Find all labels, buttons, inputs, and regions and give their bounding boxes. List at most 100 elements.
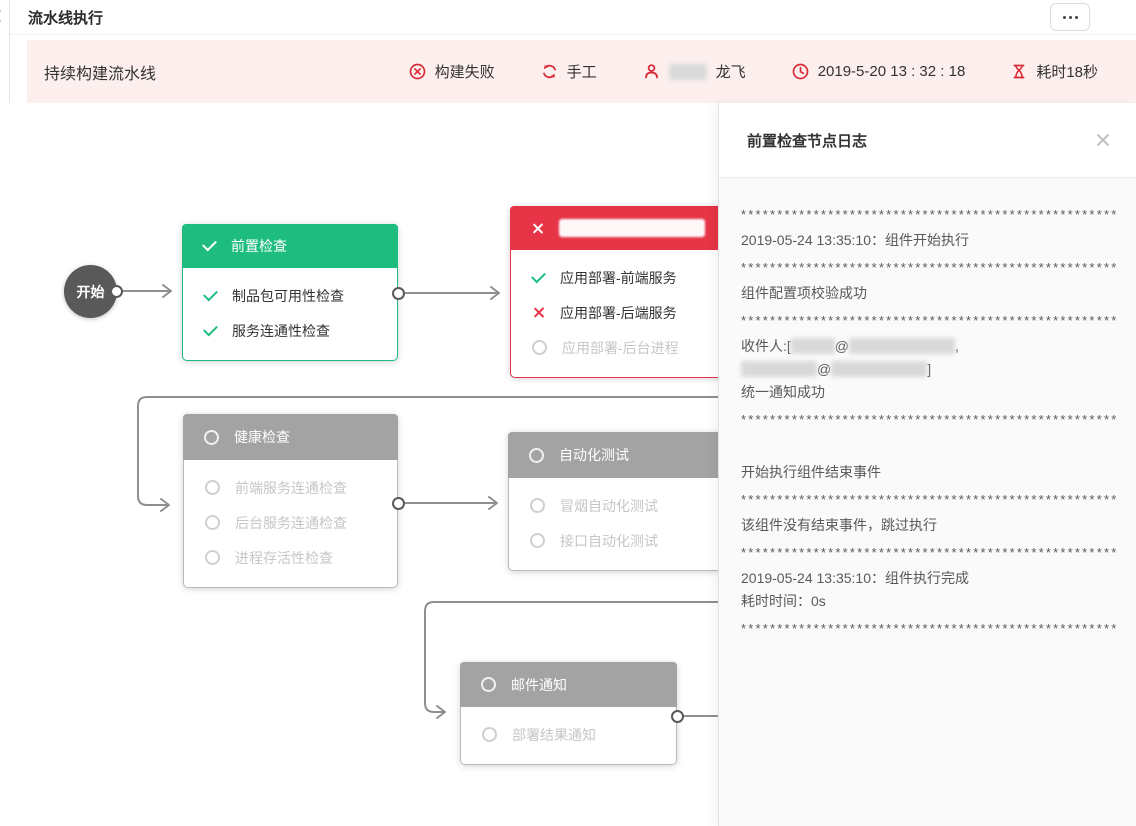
close-window-icon[interactable] (0, 8, 3, 24)
node-autotest-header: 自动化测试 (508, 432, 723, 478)
node-title: 健康检查 (234, 429, 290, 445)
log-line: 开始执行组件结束事件 (741, 464, 881, 480)
log-panel: 前置检查节点日志 *******************************… (718, 103, 1136, 826)
log-text: , (955, 338, 959, 354)
step-label: 后台服务连通检查 (235, 514, 347, 531)
build-user: 龙飞 (643, 61, 746, 82)
node-precheck-body: 制品包可用性检查 服务连通性检查 (183, 268, 397, 360)
redacted-text (741, 361, 817, 377)
node-title: 自动化测试 (559, 447, 629, 463)
step-label: 应用部署-后端服务 (560, 304, 677, 321)
refresh-icon (542, 64, 556, 79)
wire-to-mail-notify (424, 601, 761, 713)
step-label: 应用部署-前端服务 (560, 269, 677, 286)
pending-circle-icon (481, 677, 496, 692)
node-step: 部署结果通知 (461, 717, 676, 752)
step-label: 接口自动化测试 (560, 532, 658, 549)
log-separator: ****************************************… (741, 492, 1118, 507)
node-mail-body: 部署结果通知 (461, 707, 676, 764)
log-line: 该组件没有结束事件，跳过执行 (741, 517, 937, 533)
trigger-mode-label: 手工 (566, 64, 597, 81)
node-deploy[interactable]: 应用部署-前端服务 应用部署-后端服务 应用部署-后台进程 (510, 206, 726, 378)
connector-dot (671, 710, 684, 723)
pending-circle-icon (205, 480, 220, 495)
node-step: 进程存活性检查 (184, 540, 397, 575)
node-mail-notify[interactable]: 邮件通知 部署结果通知 (460, 662, 677, 765)
build-time-label: 2019-5-20 13 : 32 : 18 (817, 63, 966, 80)
node-step: 应用部署-前端服务 (511, 260, 725, 295)
step-label: 应用部署-后台进程 (562, 339, 679, 356)
dot-icon (1074, 15, 1078, 19)
log-line: 耗时时间：0s (741, 593, 826, 609)
step-label: 冒烟自动化测试 (560, 497, 658, 514)
log-line-recipients: 收件人:[@, (741, 336, 1118, 357)
status-meta: 构建失败 手工 龙飞 (409, 61, 1098, 82)
log-content: ****************************************… (719, 178, 1136, 639)
node-step: 服务连通性检查 (183, 313, 397, 348)
build-status: 构建失败 (409, 61, 495, 82)
dot-icon (1068, 15, 1072, 19)
user-icon (644, 64, 658, 79)
log-text: @ (834, 338, 849, 354)
log-panel-header: 前置检查节点日志 (719, 103, 1136, 178)
build-status-label: 构建失败 (434, 64, 495, 81)
check-icon (203, 321, 218, 336)
node-step: 接口自动化测试 (509, 523, 722, 558)
log-panel-title: 前置检查节点日志 (747, 132, 868, 150)
trigger-mode: 手工 (541, 61, 597, 82)
log-line: 2019-05-24 13:35:10：组件执行完成 (741, 570, 969, 586)
pending-circle-icon (530, 533, 545, 548)
node-title: 邮件通知 (511, 676, 567, 693)
arrowhead-icon (490, 286, 500, 300)
log-separator: ****************************************… (741, 412, 1118, 427)
redacted-text (849, 338, 955, 354)
check-icon (531, 268, 546, 283)
log-line-recipients: @] (741, 359, 1118, 380)
user-name-redacted (668, 63, 707, 80)
more-options-button[interactable] (1050, 3, 1090, 31)
clock-icon (792, 63, 809, 80)
node-health-body: 前端服务连通检查 后台服务连通检查 进程存活性检查 (184, 460, 397, 587)
log-separator: ****************************************… (741, 545, 1118, 560)
user-name-label: 龙飞 (715, 64, 746, 81)
node-precheck-header: 前置检查 (182, 224, 398, 268)
log-separator: ****************************************… (741, 260, 1118, 275)
cross-icon (532, 306, 545, 319)
wire-to-health-check (137, 396, 761, 506)
log-separator: ****************************************… (741, 207, 1118, 222)
log-separator: ****************************************… (741, 621, 1118, 636)
check-icon (202, 236, 217, 252)
arrowhead-icon (160, 498, 170, 512)
pipeline-name: 持续构建流水线 (44, 65, 157, 83)
dot-icon (1062, 15, 1066, 19)
node-precheck[interactable]: 前置检查 制品包可用性检查 服务连通性检查 (182, 224, 398, 361)
node-step: 应用部署-后台进程 (511, 330, 725, 365)
page-title: 流水线执行 (28, 9, 104, 27)
log-line: 统一通知成功 (741, 384, 825, 400)
node-deploy-body: 应用部署-前端服务 应用部署-后端服务 应用部署-后台进程 (511, 250, 725, 377)
start-node[interactable]: 开始 (64, 265, 117, 318)
node-deploy-header (510, 206, 726, 250)
arrowhead-icon (162, 284, 172, 298)
node-auto-test[interactable]: 自动化测试 冒烟自动化测试 接口自动化测试 (508, 432, 723, 571)
pending-circle-icon (532, 340, 547, 355)
check-icon (203, 286, 218, 301)
cross-icon (531, 222, 544, 235)
log-separator: ****************************************… (741, 313, 1118, 328)
node-title: 前置检查 (231, 238, 287, 254)
node-health-check[interactable]: 健康检查 前端服务连通检查 后台服务连通检查 进程存活性检查 (183, 414, 398, 588)
redacted-text (790, 338, 835, 354)
build-time: 2019-5-20 13 : 32 : 18 (792, 63, 966, 80)
step-label: 服务连通性检查 (232, 322, 330, 339)
pending-circle-icon (482, 727, 497, 742)
pending-circle-icon (529, 447, 544, 463)
step-label: 前端服务连通检查 (235, 479, 347, 496)
log-text: @ (817, 361, 832, 377)
node-step: 制品包可用性检查 (183, 278, 397, 313)
log-line: 2019-05-24 13:35:10：组件开始执行 (741, 232, 969, 248)
log-panel-close-icon[interactable] (1095, 132, 1108, 148)
step-label: 进程存活性检查 (235, 549, 333, 566)
node-step: 后台服务连通检查 (184, 505, 397, 540)
build-duration: 耗时18秒 (1011, 61, 1098, 82)
step-label: 部署结果通知 (512, 726, 596, 743)
